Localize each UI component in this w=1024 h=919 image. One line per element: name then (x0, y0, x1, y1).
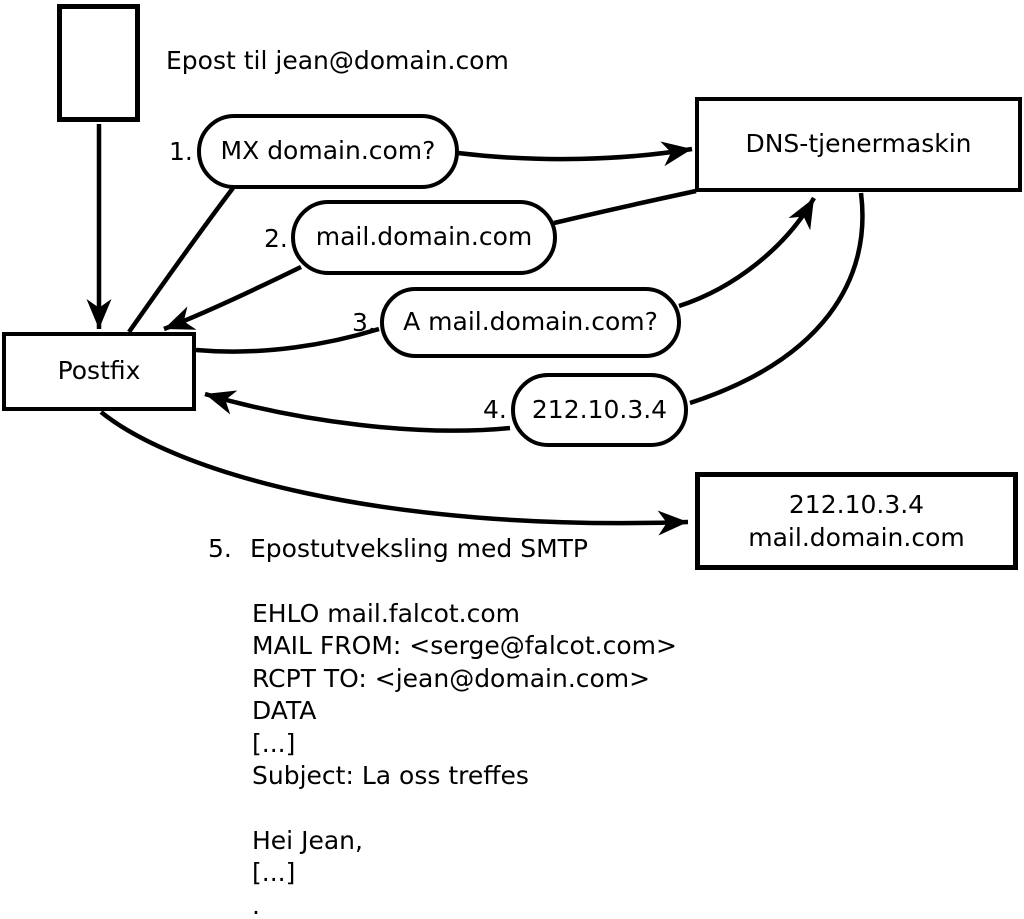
reply2-label: mail.domain.com (315, 222, 533, 252)
postfix-label: Postfix (57, 356, 141, 386)
reply4-pill: 212.10.3.4 (511, 373, 688, 447)
reply2-pill: mail.domain.com (291, 200, 557, 275)
arrow-query1-to-dns (457, 141, 693, 167)
arrow-reply4-to-postfix (204, 390, 511, 433)
wire-dns-to-reply4 (689, 192, 865, 406)
smtp-line: RCPT TO: <jean@domain.com> (252, 663, 651, 693)
step2-number: 2. (264, 224, 288, 253)
smtp-line: [...] (252, 728, 296, 758)
postfix-box: Postfix (2, 332, 196, 411)
smtp-transcript: EHLO mail.falcot.com MAIL FROM: <serge@f… (252, 598, 677, 919)
smtp-line: Hei Jean, (252, 825, 363, 855)
query3-label: A mail.domain.com? (403, 307, 658, 337)
dns-server-box: DNS-tjenermaskin (695, 97, 1022, 192)
smtp-line: [...] (252, 858, 296, 888)
email-annotation: Epost til jean@domain.com (166, 46, 509, 75)
step5-label: Epostutveksling med SMTP (250, 534, 589, 563)
smtp-line: . (252, 890, 260, 919)
step5-number: 5. (208, 534, 232, 563)
mailserver-ip-label: 212.10.3.4 (788, 490, 925, 519)
dns-server-label: DNS-tjenermaskin (745, 129, 972, 159)
query3-pill: A mail.domain.com? (380, 287, 681, 358)
wire-dns-to-reply2 (553, 188, 697, 226)
step1-number: 1. (169, 137, 193, 166)
smtp-line: EHLO mail.falcot.com (252, 599, 521, 628)
email-envelope-box (57, 4, 140, 122)
smtp-line: MAIL FROM: <serge@falcot.com> (252, 631, 677, 661)
mailserver-host-label: mail.domain.com (748, 523, 965, 552)
arrow-postfix-to-mailserver (99, 410, 689, 536)
arrow-reply2-to-postfix (163, 264, 302, 332)
smtp-line (252, 792, 677, 824)
arrow-query3-to-dns (678, 196, 816, 309)
query1-pill: MX domain.com? (197, 114, 459, 189)
query1-label: MX domain.com? (220, 136, 436, 166)
step4-number: 4. (483, 395, 507, 424)
smtp-line: Subject: La oss treffes (252, 760, 529, 790)
step3-number: 3. (352, 308, 376, 337)
smtp-line: DATA (252, 696, 317, 726)
wire-postfix-to-query1 (127, 186, 235, 334)
reply4-label: 212.10.3.4 (531, 394, 668, 424)
step5-row: 5. Epostutveksling med SMTP (208, 534, 588, 564)
mailserver-box: 212.10.3.4 mail.domain.com (695, 472, 1018, 570)
wire-postfix-to-query3 (195, 326, 380, 354)
